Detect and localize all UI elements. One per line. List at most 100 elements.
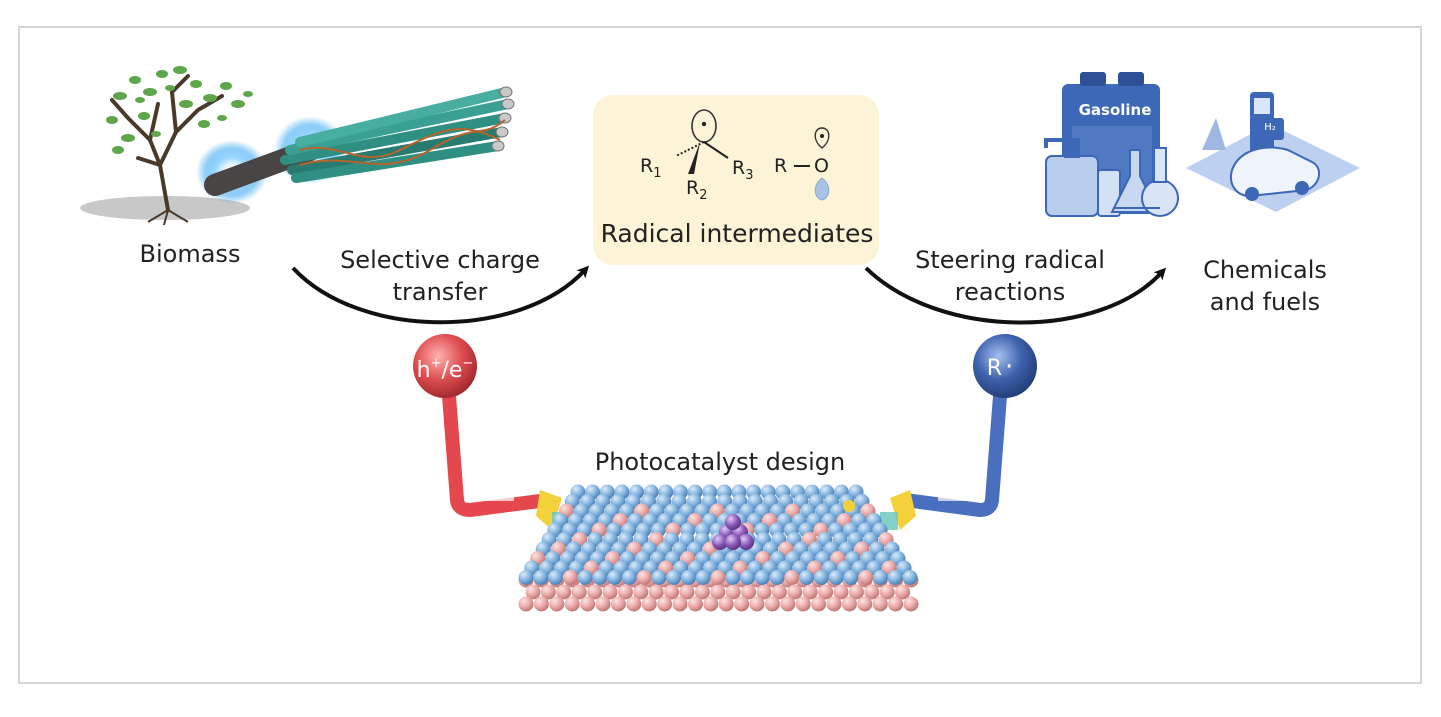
right-arrow: [864, 266, 1167, 325]
steering-line1: Steering radical: [915, 246, 1105, 274]
selective-line2: transfer: [392, 278, 488, 306]
photocatalyst-design-label: Photocatalyst design: [594, 448, 846, 476]
lattice-atom: [799, 570, 815, 585]
lattice-atom: [857, 596, 873, 612]
radical-connector-tube: [880, 395, 1007, 530]
lattice-atom: [518, 570, 534, 585]
lattice-atom: [592, 570, 608, 585]
lattice-atom: [828, 570, 844, 585]
flask-icon: [1110, 147, 1179, 217]
lattice-atom: [587, 584, 603, 600]
biomass-label: Biomass: [139, 240, 241, 268]
lattice-atom: [695, 570, 711, 585]
steering-line2: reactions: [954, 278, 1066, 306]
lattice-atom: [872, 596, 888, 612]
lattice-atom: [577, 570, 593, 585]
radical-badge: R·: [973, 334, 1037, 398]
carbon-radical-structure: [675, 109, 729, 174]
r3-label: R3: [732, 157, 754, 183]
charge-base: h: [417, 358, 431, 383]
radical-intermediates-label: Radical intermediates: [600, 219, 874, 248]
selective-line1: Selective charge: [340, 246, 540, 274]
lattice-atom: [811, 596, 827, 612]
lattice-atom: [595, 596, 611, 612]
active-site-atom: [725, 534, 741, 550]
lattice-atom: [895, 584, 911, 600]
r2-label: R2: [686, 177, 708, 203]
lattice-atom: [725, 570, 741, 585]
lattice-atom: [843, 570, 859, 585]
lattice-atom: [540, 584, 556, 600]
lattice-atom: [873, 570, 888, 585]
lattice-atom: [858, 570, 874, 585]
lattice-atom: [533, 596, 549, 612]
lattice-atom: [749, 596, 765, 612]
r1-label: R1: [640, 155, 662, 181]
lattice-atom: [687, 596, 703, 612]
lattice-atom: [617, 584, 633, 600]
lattice-atom: [903, 596, 919, 612]
lattice-atom: [607, 570, 623, 585]
lattice-atom: [764, 596, 780, 612]
oxygen-label: O: [814, 155, 829, 177]
radical-dot: ·: [1005, 352, 1013, 382]
charge-carrier-badge: h+/e−: [413, 334, 477, 398]
lattice-atom: [887, 570, 903, 585]
lattice-atom: [740, 570, 755, 585]
lattice-atom: [533, 570, 549, 585]
lattice-atom: [741, 584, 757, 600]
lattice-atom: [703, 596, 719, 612]
lattice-atom: [564, 596, 580, 612]
chemicals-and-fuels-label: Chemicals and fuels: [1170, 254, 1360, 318]
lattice-atom: [666, 570, 682, 585]
lattice-atom: [602, 584, 618, 600]
tree-icon: [80, 66, 253, 226]
lattice-atom: [725, 584, 741, 600]
lattice-atom: [648, 584, 664, 600]
lattice-atom: [879, 584, 895, 600]
lattice-atom: [784, 570, 800, 585]
bottle-icon: [1044, 138, 1121, 217]
svg-text:R·: R·: [987, 352, 1014, 382]
lattice-atom: [780, 596, 796, 612]
lattice-atom: [641, 596, 657, 612]
chemicals-line2: and fuels: [1209, 288, 1321, 316]
active-site-atom: [725, 514, 741, 530]
car-charging-station-icon: [1186, 92, 1360, 212]
charge-minus: −: [462, 356, 473, 371]
catalyst-lattice-icon: [518, 484, 919, 612]
lattice-atom: [681, 570, 696, 585]
lattice-atom: [518, 596, 534, 612]
lattice-atom: [818, 584, 834, 600]
steering-radical-reactions-label: Steering radical reactions: [885, 244, 1135, 308]
lattice-atom: [657, 596, 673, 612]
charge-plus: +: [431, 356, 442, 371]
lattice-atom: [802, 584, 818, 600]
charge-sep: /e: [442, 358, 463, 383]
radical-letter: R: [987, 356, 1002, 381]
lattice-atom: [833, 584, 849, 600]
alkoxy-r-label: R: [774, 155, 788, 177]
lattice-atom: [864, 584, 880, 600]
lattice-atom: [771, 584, 787, 600]
lattice-atom: [754, 570, 770, 585]
svg-text:h+/e−: h+/e−: [417, 356, 474, 383]
lattice-atom: [633, 584, 649, 600]
active-site-atom: [738, 534, 754, 550]
lattice-atom: [826, 596, 842, 612]
lattice-atom: [710, 570, 726, 585]
lattice-atom: [734, 596, 750, 612]
lattice-atom: [571, 584, 587, 600]
alkoxy-radical-structure: [794, 127, 830, 201]
active-site-atom: [712, 534, 728, 550]
lattice-atom: [795, 596, 811, 612]
lattice-atom: [672, 596, 688, 612]
lattice-atom: [769, 570, 785, 585]
lattice-atom: [710, 584, 726, 600]
lattice-atom: [787, 584, 803, 600]
hydrogen-sign: H₂: [1264, 122, 1276, 133]
radical-panel: [593, 95, 879, 265]
lattice-atom: [694, 584, 710, 600]
lattice-atom: [548, 570, 563, 585]
